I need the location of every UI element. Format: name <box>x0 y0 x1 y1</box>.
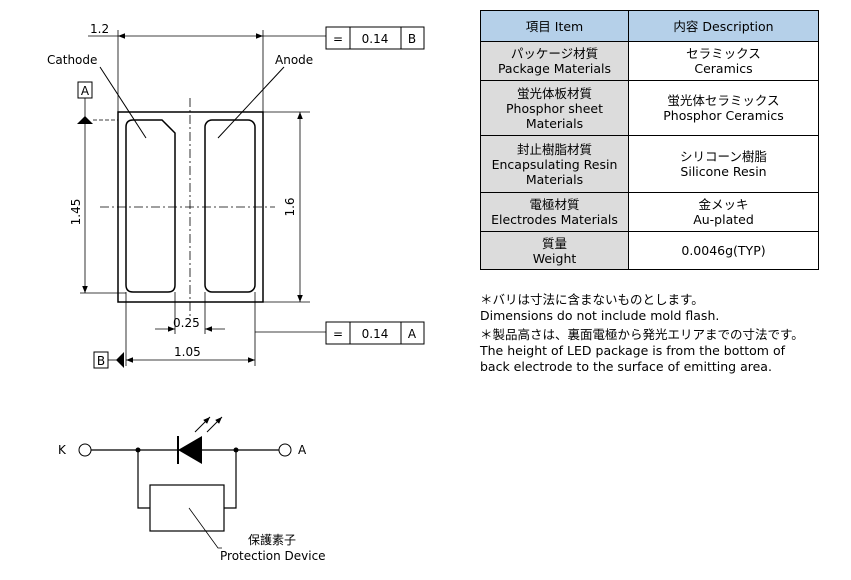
symmetry-icon: = <box>333 32 343 46</box>
description-cell: 蛍光体セラミックス Phosphor Ceramics <box>628 80 819 136</box>
table-row: 封止樹脂材質 Encapsulating Resin Materials シリコ… <box>480 135 819 193</box>
notes: ＊バリは寸法に含まないものとします。 Dimensions do not inc… <box>480 292 840 375</box>
dim-bottom-width-label: 1.05 <box>174 345 201 359</box>
spec-table: 項目 Item 内容 Description パッケージ材質 Package M… <box>480 10 819 270</box>
circuit-schematic: K A 保護素子 Protection Device <box>58 416 326 563</box>
column-header-description: 内容 Description <box>628 10 819 42</box>
datum-triangle-icon <box>116 352 124 368</box>
column-header-item: 項目 Item <box>480 10 629 42</box>
item-cell: 質量 Weight <box>480 231 629 270</box>
tolerance-bottom-value: 0.14 <box>362 327 389 341</box>
description-cell: 0.0046g(TYP) <box>628 231 819 270</box>
protection-device-icon <box>149 484 225 532</box>
dim-gap-label: 0.25 <box>173 316 200 330</box>
item-cell: 封止樹脂材質 Encapsulating Resin Materials <box>480 135 629 193</box>
dim-right-height-label: 1.6 <box>283 197 297 216</box>
dim-left-height-label: 1.45 <box>69 199 83 226</box>
datum-a-marker: A <box>77 81 93 124</box>
table-row: パッケージ材質 Package Materials セラミックス Ceramic… <box>480 41 819 81</box>
protection-label-en: Protection Device <box>220 549 326 563</box>
symmetry-icon: = <box>333 327 343 341</box>
anode-label: Anode <box>275 53 313 67</box>
datum-triangle-icon <box>77 116 93 124</box>
terminal-k-icon <box>78 443 92 457</box>
cathode-pad <box>125 119 176 293</box>
package-outline-drawing: Cathode Anode 1.2 = 0.14 B A 1.45 1.6 0.… <box>47 22 425 563</box>
svg-text:A: A <box>81 84 90 98</box>
terminal-a-label: A <box>298 443 307 457</box>
table-row: 蛍光体板材質 Phosphor sheet Materials 蛍光体セラミック… <box>480 80 819 136</box>
tolerance-top-datum: B <box>408 32 416 46</box>
anode-pad <box>204 119 256 293</box>
note-mold-flash: ＊バリは寸法に含まないものとします。 Dimensions do not inc… <box>480 292 720 323</box>
anode-leader <box>217 66 285 139</box>
cathode-label: Cathode <box>47 53 97 67</box>
table-header-row: 項目 Item 内容 Description <box>480 10 819 42</box>
description-cell: 金メッキ Au-plated <box>628 192 819 232</box>
table-row: 質量 Weight 0.0046g(TYP) <box>480 231 819 270</box>
terminal-k-label: K <box>58 443 67 457</box>
item-cell: パッケージ材質 Package Materials <box>480 41 629 81</box>
description-cell: シリコーン樹脂 Silicone Resin <box>628 135 819 193</box>
item-cell: 蛍光体板材質 Phosphor sheet Materials <box>480 80 629 136</box>
item-cell: 電極材質 Electrodes Materials <box>480 192 629 232</box>
dim-top-width-label: 1.2 <box>90 22 109 36</box>
protection-label-ja: 保護素子 <box>248 532 296 547</box>
cathode-leader <box>99 66 147 139</box>
note-package-height: ＊製品高さは、裏面電極から発光エリアまでの寸法です。 The height of… <box>480 327 804 374</box>
tolerance-top-value: 0.14 <box>362 32 389 46</box>
svg-text:B: B <box>97 354 105 368</box>
datum-b-marker: B <box>93 351 124 369</box>
table-row: 電極材質 Electrodes Materials 金メッキ Au-plated <box>480 192 819 232</box>
tolerance-bottom-datum: A <box>408 327 417 341</box>
led-diode-icon <box>178 436 202 464</box>
tolerance-frame-top: = 0.14 B <box>325 26 425 50</box>
terminal-a-icon <box>278 443 292 457</box>
tolerance-frame-bottom: = 0.14 A <box>325 321 425 345</box>
description-cell: セラミックス Ceramics <box>628 41 819 81</box>
